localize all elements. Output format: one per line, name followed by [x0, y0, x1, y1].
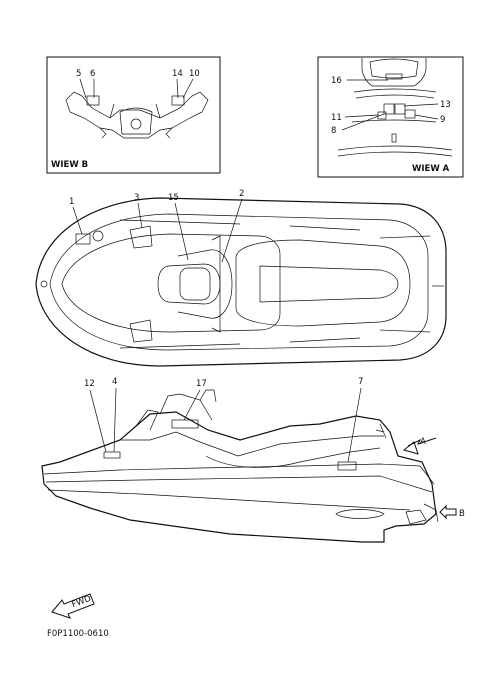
- view-a-caption: WIEW A: [412, 164, 450, 174]
- callout-17: 17: [196, 379, 207, 389]
- callout-1: 1: [69, 197, 74, 207]
- callout-14: 14: [172, 69, 183, 79]
- handlebar-illustration: [65, 91, 209, 139]
- view-b-callouts: 5 6 14 10: [76, 69, 200, 99]
- side-view-callouts: 12 4 17 7 A B: [84, 377, 465, 519]
- callout-7: 7: [358, 377, 363, 387]
- view-a-frame: [317, 56, 464, 178]
- console-illustration: [337, 58, 453, 157]
- fwd-arrow-icon: [51, 593, 95, 619]
- callout-4: 4: [112, 377, 117, 387]
- arrow-a-head-icon: [402, 441, 419, 455]
- arrow-b-label: B: [459, 509, 465, 519]
- top-view: 1 3 15 2: [35, 189, 447, 367]
- fwd-label: FWD: [71, 594, 93, 610]
- arrow-a-label: A: [420, 437, 426, 447]
- top-view-callouts: 1 3 15 2: [69, 189, 244, 263]
- callout-10: 10: [189, 69, 200, 79]
- callout-15: 15: [168, 193, 179, 203]
- view-b-frame: [46, 56, 221, 174]
- callout-8: 8: [331, 126, 336, 136]
- callout-13: 13: [440, 100, 451, 110]
- view-b-panel: 5 6 14 10 WIEW B: [46, 56, 221, 174]
- callout-16: 16: [331, 76, 342, 86]
- figure-code: F0P1100-0610: [47, 629, 109, 639]
- callout-2: 2: [239, 189, 244, 199]
- fwd-badge: FWD: [51, 593, 95, 619]
- side-view: 12 4 17 7 A B: [41, 377, 465, 543]
- callout-6: 6: [90, 69, 95, 79]
- callout-5: 5: [76, 69, 81, 79]
- view-a-panel: 16 13 11 9 8 WIEW A: [317, 56, 464, 178]
- view-a-callouts: 16 13 11 9 8: [331, 76, 451, 136]
- callout-9: 9: [440, 115, 445, 125]
- callout-11: 11: [331, 113, 342, 123]
- arrow-b-icon: [439, 504, 457, 520]
- callout-3: 3: [134, 193, 139, 203]
- callout-12: 12: [84, 379, 95, 389]
- view-b-caption: WIEW B: [51, 160, 88, 170]
